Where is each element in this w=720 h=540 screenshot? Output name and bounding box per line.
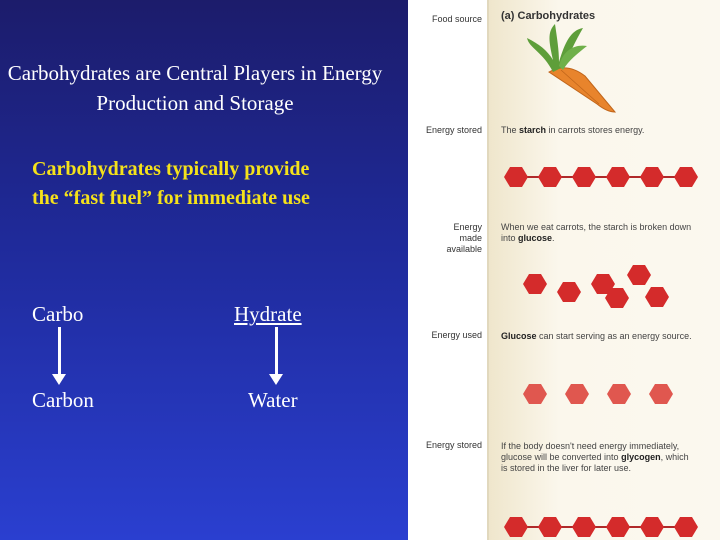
desc-text: .	[552, 233, 555, 243]
hexagon	[640, 167, 664, 187]
desc-text: The	[501, 125, 520, 135]
hexagon	[649, 384, 673, 404]
hexagon	[504, 167, 528, 187]
arrow-hydrate-to-water	[269, 327, 283, 385]
desc-keyword: starch	[519, 125, 547, 135]
desc-keyword: Glucose	[501, 331, 537, 341]
desc-text: can start serving as an energy source.	[536, 331, 692, 341]
hexagon	[606, 517, 630, 537]
stage-labels-column: Food source Energy stored Energy made av…	[408, 0, 486, 540]
desc-text: , which is stored in the liver for later…	[501, 452, 689, 473]
hexagon	[627, 265, 651, 285]
word-water: Water	[248, 388, 298, 412]
stage-label-2: Energy made available	[446, 222, 482, 254]
glycogen-chain	[504, 517, 698, 537]
glucose-used-row	[523, 384, 673, 404]
word-carbo: Carbo	[32, 302, 84, 326]
starch-chain-1	[504, 167, 698, 187]
hexagon	[674, 167, 698, 187]
stage-label-4: Energy stored	[425, 440, 482, 450]
hexagon	[606, 167, 630, 187]
hexagon	[572, 167, 596, 187]
stage-desc-2: When we eat carrots, the starch is broke…	[501, 222, 696, 244]
hexagon	[605, 288, 629, 308]
stage-desc-3: Glucose can start serving as an energy s…	[501, 331, 696, 342]
hexagon	[565, 384, 589, 404]
slide-subtitle: Carbohydrates typically provide the “fas…	[32, 158, 310, 209]
desc-keyword: glycogen	[621, 452, 661, 462]
hexagon	[538, 167, 562, 187]
desc-text: When we eat carrots, the starch is broke…	[501, 222, 692, 243]
hexagon	[538, 517, 562, 537]
glucose-scatter	[523, 265, 669, 308]
food-source-label: Food source	[431, 14, 482, 24]
panel-heading: (a) Carbohydrates	[501, 10, 596, 22]
word-hydrate: Hydrate	[234, 302, 302, 326]
hexagon	[591, 274, 615, 294]
desc-keyword: glucose	[518, 233, 553, 243]
hexagon	[523, 274, 547, 294]
hexagon	[523, 384, 547, 404]
hexagon	[557, 282, 581, 302]
panel-graphics	[504, 24, 698, 537]
desc-text: If the body doesn't need energy immediat…	[501, 441, 680, 462]
hexagon	[640, 517, 664, 537]
stage-label-1: Energy stored	[425, 125, 482, 135]
stage-label-3: Energy used	[431, 330, 482, 340]
hexagon	[607, 384, 631, 404]
stage-desc-1: The starch in carrots stores energy.	[501, 125, 696, 136]
carbohydrate-figure: Food source Energy stored Energy made av…	[408, 0, 720, 540]
hexagon	[674, 517, 698, 537]
hexagon	[572, 517, 596, 537]
hexagon	[504, 517, 528, 537]
slide-text-area: Carbohydrates are Central Players in Ene…	[0, 0, 408, 540]
hexagon	[645, 287, 669, 307]
carrot-image	[527, 24, 617, 113]
desc-text: in carrots stores energy.	[546, 125, 645, 135]
arrow-carbo-to-carbon	[52, 327, 66, 385]
carbohydrates-panel: (a) Carbohydrates	[487, 0, 720, 540]
word-carbon: Carbon	[32, 388, 94, 412]
slide-title: Carbohydrates are Central Players in Ene…	[7, 61, 383, 115]
stage-desc-4: If the body doesn't need energy immediat…	[501, 441, 696, 474]
